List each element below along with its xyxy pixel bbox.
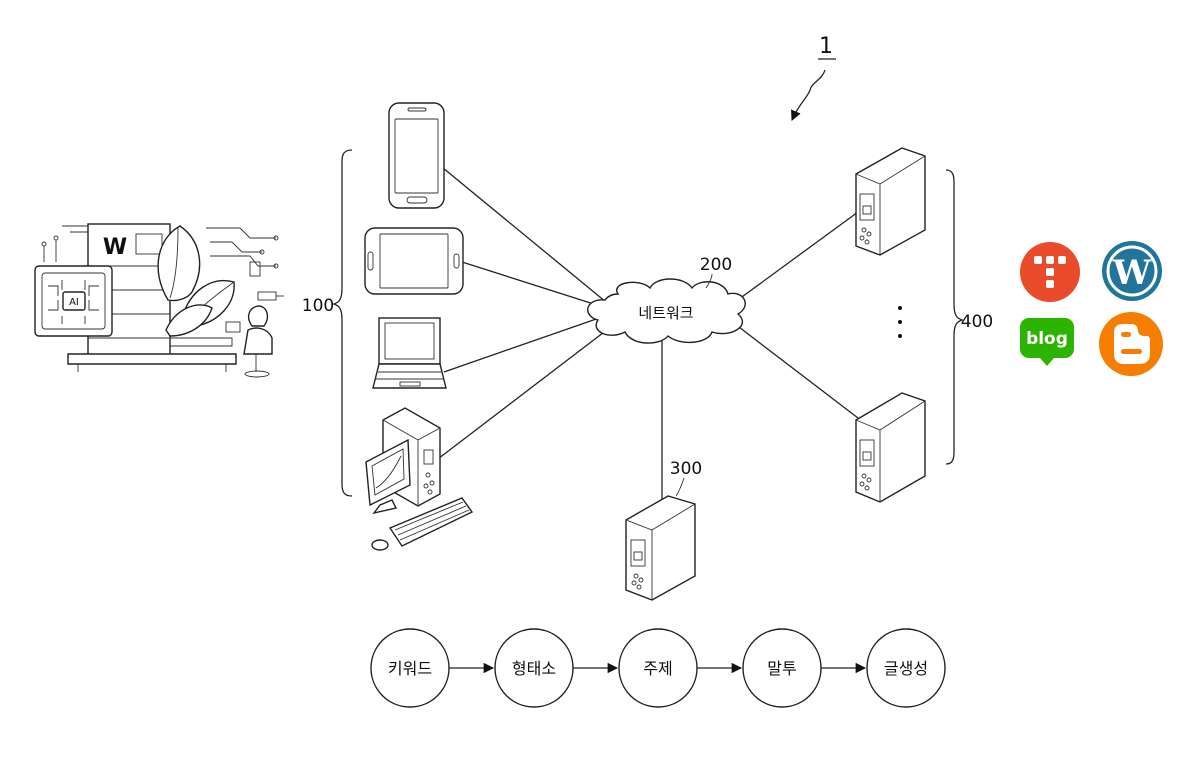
platform-group-label: 400 — [961, 312, 993, 332]
blog-logo-text: blog — [1026, 329, 1068, 349]
blog-logo-icon: blog — [1020, 318, 1074, 366]
platform-server-ellipsis — [898, 306, 902, 338]
laptop-device — [373, 318, 446, 388]
flow-step-label: 키워드 — [388, 659, 432, 678]
client-group-label: 100 — [302, 296, 334, 316]
svg-text:W: W — [1112, 253, 1152, 293]
blogger-logo-icon — [1099, 312, 1163, 376]
server-ref-label: 300 — [670, 459, 702, 479]
link-tablet — [462, 262, 600, 306]
t-logo-icon — [1020, 242, 1080, 302]
platform-logos: W blog — [1020, 241, 1163, 376]
platform-server-bottom — [856, 393, 925, 502]
platform-group-brace: 400 — [946, 170, 993, 464]
ai-chip-label: AI — [69, 297, 79, 308]
ai-writing-illustration: W AI — [35, 224, 284, 377]
flow-step-label: 글생성 — [884, 659, 928, 678]
doc-letter-label: W — [103, 235, 127, 260]
wordpress-logo-icon: W — [1102, 241, 1162, 301]
link-desktop — [430, 326, 612, 465]
figure-reference-arrow — [792, 70, 825, 120]
network-ref-label: 200 — [700, 255, 732, 275]
flow-step-label: 주제 — [643, 659, 672, 678]
figure-reference: 1 — [792, 34, 836, 120]
figure-reference-label: 1 — [819, 34, 833, 59]
platform-server-top — [856, 148, 925, 255]
network-cloud: 네트워크 200 — [588, 255, 745, 343]
smartphone-device — [389, 103, 444, 208]
process-flow: 키워드 형태소 주제 말투 글생성 — [371, 629, 945, 707]
link-server-bottom — [735, 324, 858, 418]
desktop-pc-device — [366, 408, 472, 550]
client-group-brace: 100 — [302, 150, 352, 496]
server-300: 300 — [626, 459, 702, 600]
tablet-device — [365, 228, 463, 294]
link-laptop — [444, 317, 602, 372]
link-server-top — [735, 212, 858, 302]
network-label: 네트워크 — [638, 304, 693, 322]
flow-step-label: 형태소 — [512, 659, 556, 678]
flow-step-label: 말투 — [767, 659, 796, 678]
